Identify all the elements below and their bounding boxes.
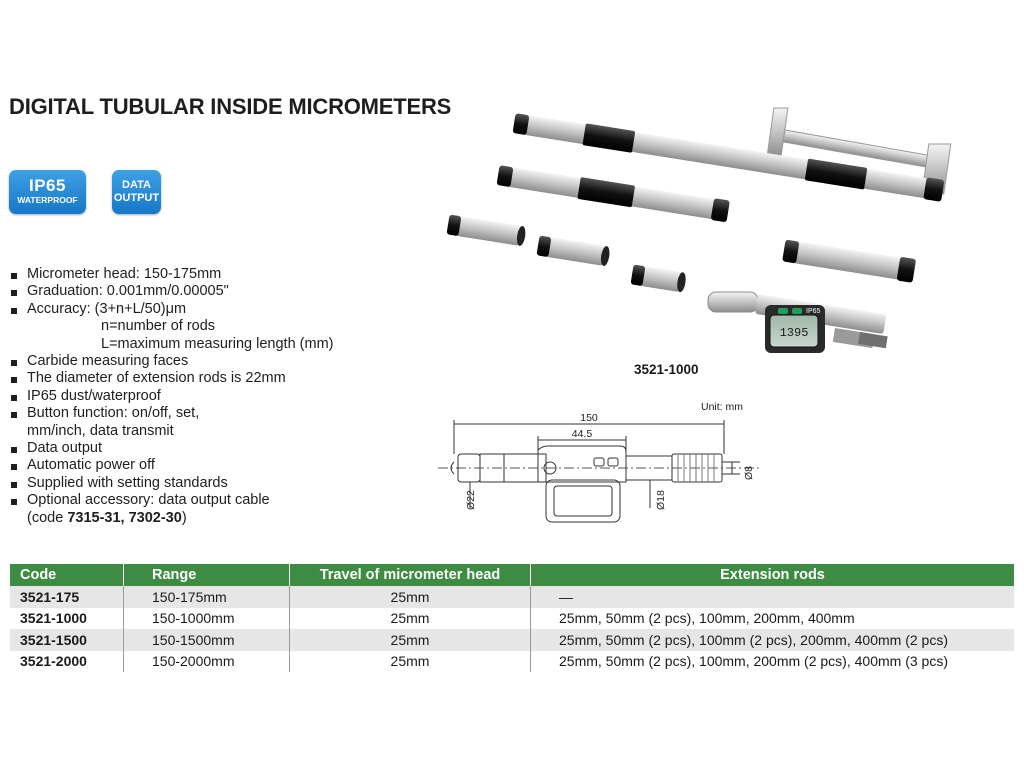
extension-rod-short-2 [536, 235, 610, 266]
dim-150-label: 150 [580, 412, 598, 424]
feature-text: Micrometer head: 150-175mm [27, 266, 222, 282]
technical-drawing: 150 44.5 Ø22 Ø18 Ø8 [438, 412, 760, 523]
extension-rod-medium [496, 165, 730, 222]
bullet-icon [11, 394, 17, 401]
cell-code: 3521-175 [10, 586, 124, 608]
feature-item: IP65 dust/waterproof [11, 388, 333, 405]
feature-text: Data output [27, 440, 102, 457]
ip65-badge-text: IP65 [29, 176, 66, 195]
bullet-icon [11, 360, 17, 367]
cell-range: 150-1000mm [123, 607, 290, 629]
product-photo: 1395 IP65 [446, 107, 952, 353]
cell-extension-rods: 25mm, 50mm (2 pcs), 100mm, 200mm, 400mm [530, 607, 1014, 629]
unit-label: Unit: mm [701, 401, 743, 413]
dim-d22-label: Ø22 [465, 490, 477, 510]
cell-range: 150-175mm [123, 586, 290, 608]
table-row: 3521-1000 150-1000mm 25mm 25mm, 50mm (2 … [10, 607, 1014, 629]
column-header-travel: Travel of micrometer head [289, 564, 531, 586]
feature-subtext: (code 7315-31, 7302-30) [27, 510, 333, 527]
cell-range: 150-2000mm [123, 650, 290, 672]
feature-item: Carbide measuring faces [11, 353, 333, 370]
feature-item: The diameter of extension rods is 22mm [11, 370, 333, 387]
feature-item: Graduation: 0.001mm/0.00005" [11, 283, 333, 300]
micrometer-head: 1395 IP65 [707, 291, 888, 353]
cell-extension-rods: 25mm, 50mm (2 pcs), 100mm (2 pcs), 200mm… [530, 629, 1014, 651]
waterproof-badge-text: WATERPROOF [17, 195, 78, 205]
cell-travel: 25mm [289, 607, 531, 629]
feature-text: Optional accessory: data output cable [27, 492, 270, 509]
specifications-table: Code Range Travel of micrometer head Ext… [10, 564, 1014, 672]
column-header-code: Code [10, 564, 124, 586]
extension-rod-long [512, 113, 945, 202]
feature-subtext: n=number of rods [101, 318, 216, 335]
feature-item: Supplied with setting standards [11, 475, 333, 492]
extension-rod-short-3 [630, 264, 686, 293]
cell-travel: 25mm [289, 650, 531, 672]
feature-text: Graduation: 0.001mm/0.00005" [27, 283, 229, 300]
column-header-extension-rods: Extension rods [530, 564, 1014, 586]
table-row: 3521-175 150-175mm 25mm — [10, 586, 1014, 608]
bullet-icon [11, 464, 17, 471]
cell-travel: 25mm [289, 586, 531, 608]
output-badge-text: OUTPUT [113, 192, 160, 204]
ip65-waterproof-badge: IP65 WATERPROOF [9, 170, 86, 214]
table-row: 3521-1500 150-1500mm 25mm 25mm, 50mm (2 … [10, 629, 1014, 651]
bullet-icon [11, 290, 17, 297]
bullet-icon [11, 447, 17, 454]
feature-text: Accuracy: (3+n+L/50)μm [27, 300, 187, 317]
feature-item: Accuracy: (3+n+L/50)μm n=number of rods … [11, 301, 333, 353]
dim-44-5-label: 44.5 [572, 428, 593, 440]
cell-travel: 25mm [289, 629, 531, 651]
feature-item: Micrometer head: 150-175mm [11, 266, 333, 283]
feature-text: Automatic power off [27, 457, 155, 474]
device-ip65-label: IP65 [806, 308, 821, 315]
bullet-icon [11, 273, 17, 279]
extension-rod-short-1 [446, 214, 526, 246]
cable-code-suffix: ) [181, 509, 187, 526]
bullet-icon [11, 499, 17, 506]
cable-codes: 7315-31, 7302-30 [67, 509, 182, 526]
feature-item: Button function: on/off, set, mm/inch, d… [11, 405, 333, 440]
page-title: DIGITAL TUBULAR INSIDE MICROMETERS [9, 94, 452, 119]
feature-subtext: L=maximum measuring length (mm) [101, 335, 334, 352]
cable-code-prefix: (code [27, 509, 68, 526]
table-row: 3521-2000 150-2000mm 25mm 25mm, 50mm (2 … [10, 650, 1014, 672]
bullet-icon [11, 307, 17, 314]
dim-d18-label: Ø18 [655, 490, 667, 510]
cell-code: 3521-1000 [10, 607, 124, 629]
cell-code: 3521-1500 [10, 629, 124, 651]
feature-text: The diameter of extension rods is 22mm [27, 370, 286, 387]
feature-item: Automatic power off [11, 457, 333, 474]
column-header-range: Range [123, 564, 290, 586]
feature-text: Carbide measuring faces [27, 353, 189, 370]
cell-extension-rods: 25mm, 50mm (2 pcs), 100mm, 200mm (2 pcs)… [530, 650, 1014, 672]
data-badge-text: DATA [122, 179, 151, 191]
bullet-icon [11, 412, 17, 419]
feature-item: Optional accessory: data output cable (c… [11, 492, 333, 527]
feature-text: IP65 dust/waterproof [27, 387, 161, 404]
lcd-display-value: 1395 [780, 326, 809, 340]
feature-item: Data output [11, 440, 333, 457]
cell-extension-rods: — [530, 586, 1014, 608]
extension-rod-short-4 [782, 239, 916, 283]
feature-subtext: mm/inch, data transmit [27, 422, 174, 439]
bullet-icon [11, 377, 17, 384]
cell-range: 150-1500mm [123, 629, 290, 651]
table-header-row: Code Range Travel of micrometer head Ext… [10, 564, 1014, 586]
bullet-icon [11, 481, 17, 488]
feature-text: Supplied with setting standards [27, 474, 228, 491]
model-label: 3521-1000 [634, 362, 699, 377]
feature-text: Button function: on/off, set, [27, 405, 200, 422]
feature-list: Micrometer head: 150-175mm Graduation: 0… [11, 266, 333, 527]
cell-code: 3521-2000 [10, 650, 124, 672]
data-output-badge: DATA OUTPUT [112, 170, 161, 214]
dim-d8-label: Ø8 [743, 466, 755, 480]
